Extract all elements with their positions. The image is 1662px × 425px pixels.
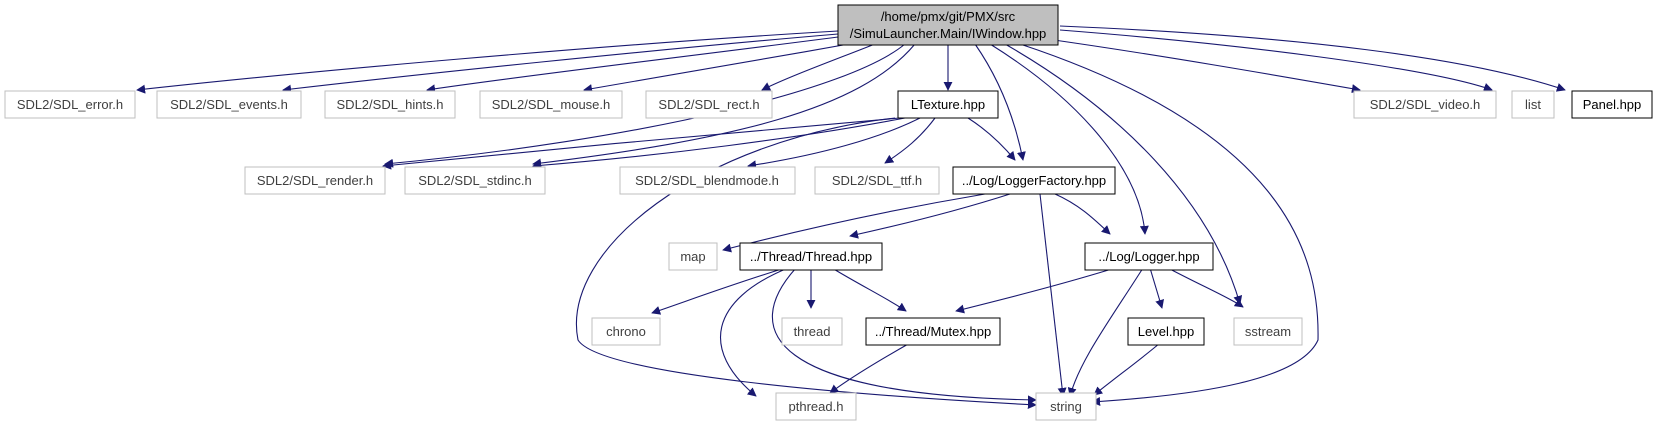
- node-string[interactable]: string: [1035, 392, 1097, 421]
- edge-logger-mutex: [955, 267, 1116, 314]
- edge-loggerfactory-string: [1039, 193, 1067, 397]
- svg-text:string: string: [1050, 399, 1082, 414]
- node-ltexture[interactable]: LTexture.hpp: [897, 90, 999, 119]
- node-chrono[interactable]: chrono: [591, 317, 661, 346]
- svg-text:SDL2/SDL_video.h: SDL2/SDL_video.h: [1370, 97, 1481, 112]
- node-sdl-error[interactable]: SDL2/SDL_error.h: [4, 90, 136, 119]
- node-level[interactable]: Level.hpp: [1127, 317, 1205, 346]
- root-node-iwindow[interactable]: /home/pmx/git/PMX/src /SimuLauncher.Main…: [837, 4, 1059, 46]
- node-map[interactable]: map: [668, 242, 718, 271]
- root-label-line1: /home/pmx/git/PMX/src: [881, 9, 1016, 24]
- edge-root-list: [1059, 29, 1493, 92]
- edge-loggerfactory-map: [722, 193, 986, 253]
- edge-logger-level: [1149, 267, 1164, 309]
- edge-root-sdl-render: [384, 43, 906, 168]
- edge-root-sdl-hints: [426, 36, 839, 94]
- svg-text:SDL2/SDL_render.h: SDL2/SDL_render.h: [257, 173, 373, 188]
- node-thread[interactable]: thread: [781, 317, 843, 346]
- root-label-line2: /SimuLauncher.Main/IWindow.hpp: [850, 26, 1047, 41]
- svg-text:LTexture.hpp: LTexture.hpp: [911, 97, 985, 112]
- svg-text:Panel.hpp: Panel.hpp: [1583, 97, 1642, 112]
- svg-text:SDL2/SDL_stdinc.h: SDL2/SDL_stdinc.h: [418, 173, 531, 188]
- node-mutex[interactable]: ../Thread/Mutex.hpp: [865, 317, 1001, 346]
- node-sdl-stdinc[interactable]: SDL2/SDL_stdinc.h: [404, 166, 546, 195]
- node-sdl-hints[interactable]: SDL2/SDL_hints.h: [324, 90, 456, 119]
- edge-ltexture-logger-factory: [967, 117, 1016, 161]
- edge-ltexture-sdl-blendmode: [747, 117, 921, 170]
- edge-ltexture-sdl-stdinc: [532, 117, 906, 170]
- node-list[interactable]: list: [1511, 90, 1555, 119]
- svg-text:../Thread/Mutex.hpp: ../Thread/Mutex.hpp: [875, 324, 991, 339]
- svg-text:SDL2/SDL_hints.h: SDL2/SDL_hints.h: [337, 97, 444, 112]
- edge-root-logger: [989, 43, 1149, 235]
- svg-text:../Log/Logger.hpp: ../Log/Logger.hpp: [1098, 249, 1199, 264]
- node-sdl-events[interactable]: SDL2/SDL_events.h: [156, 90, 302, 119]
- edge-root-logger-factory: [974, 43, 1026, 161]
- node-sstream[interactable]: sstream: [1233, 317, 1303, 346]
- node-sdl-blendmode[interactable]: SDL2/SDL_blendmode.h: [619, 166, 796, 195]
- svg-text:chrono: chrono: [606, 324, 646, 339]
- node-sdl-rect[interactable]: SDL2/SDL_rect.h: [645, 90, 773, 119]
- node-sdl-ttf[interactable]: SDL2/SDL_ttf.h: [814, 166, 940, 195]
- svg-text:thread: thread: [794, 324, 831, 339]
- svg-text:sstream: sstream: [1245, 324, 1291, 339]
- edge-ltexture-sdl-ttf: [884, 117, 936, 164]
- edge-mutex-pthread: [829, 342, 911, 394]
- svg-text:SDL2/SDL_mouse.h: SDL2/SDL_mouse.h: [492, 97, 611, 112]
- svg-text:../Thread/Thread.hpp: ../Thread/Thread.hpp: [750, 249, 872, 264]
- node-logger-factory[interactable]: ../Log/LoggerFactory.hpp: [952, 166, 1116, 195]
- edge-loggerfactory-thread-hpp: [849, 193, 1011, 239]
- node-panel[interactable]: Panel.hpp: [1571, 90, 1653, 119]
- edge-thread-hpp-chrono: [651, 267, 786, 315]
- svg-text:../Log/LoggerFactory.hpp: ../Log/LoggerFactory.hpp: [962, 173, 1106, 188]
- edge-logger-string: [1067, 267, 1144, 397]
- edge-root-string: [1019, 43, 1319, 406]
- edge-loggerfactory-logger: [1054, 193, 1111, 235]
- node-sdl-video[interactable]: SDL2/SDL_video.h: [1353, 90, 1497, 119]
- svg-text:Level.hpp: Level.hpp: [1138, 324, 1194, 339]
- edge-root-sdl-rect: [761, 41, 881, 91]
- edge-root-sdl-events: [282, 33, 839, 94]
- node-logger[interactable]: ../Log/Logger.hpp: [1084, 242, 1214, 271]
- svg-text:SDL2/SDL_events.h: SDL2/SDL_events.h: [170, 97, 288, 112]
- edge-root-panel: [1059, 25, 1566, 92]
- edge-thread-hpp-mutex: [831, 267, 907, 312]
- svg-text:SDL2/SDL_blendmode.h: SDL2/SDL_blendmode.h: [635, 173, 779, 188]
- svg-text:SDL2/SDL_ttf.h: SDL2/SDL_ttf.h: [832, 173, 922, 188]
- edge-root-sdl-error: [136, 30, 839, 94]
- edge-ltexture-string: [575, 117, 1037, 410]
- svg-text:pthread.h: pthread.h: [789, 399, 844, 414]
- svg-text:SDL2/SDL_rect.h: SDL2/SDL_rect.h: [658, 97, 759, 112]
- edge-logger-sstream: [1167, 267, 1244, 308]
- edge-root-sdl-video: [1039, 37, 1361, 94]
- svg-text:map: map: [680, 249, 705, 264]
- svg-text:SDL2/SDL_error.h: SDL2/SDL_error.h: [17, 97, 123, 112]
- edge-root-sdl-stdinc: [532, 43, 916, 168]
- edge-ltexture-sdl-render: [382, 117, 901, 170]
- node-sdl-render[interactable]: SDL2/SDL_render.h: [244, 166, 386, 195]
- node-pthread[interactable]: pthread.h: [775, 392, 857, 421]
- edge-thread-hpp-pthread: [720, 267, 789, 397]
- node-sdl-mouse[interactable]: SDL2/SDL_mouse.h: [479, 90, 623, 119]
- edge-thread-hpp-string: [772, 267, 1037, 405]
- node-thread-hpp[interactable]: ../Thread/Thread.hpp: [739, 242, 883, 271]
- edge-root-sdl-mouse: [583, 41, 861, 93]
- svg-text:list: list: [1525, 97, 1541, 112]
- edge-level-string: [1093, 342, 1161, 396]
- edge-root-sstream: [1004, 43, 1243, 305]
